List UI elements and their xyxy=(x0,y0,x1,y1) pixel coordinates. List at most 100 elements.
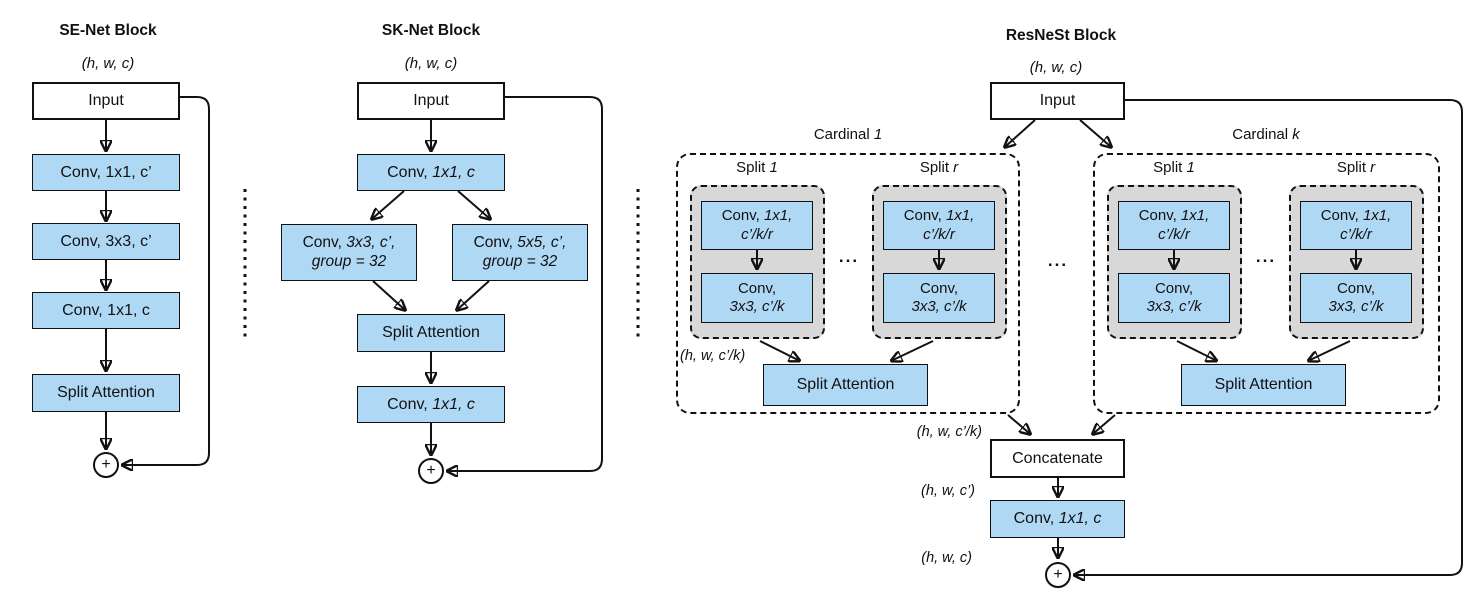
resnest-input-box: Input xyxy=(990,82,1125,120)
line-2: c’/k/r xyxy=(1158,225,1190,243)
resnest-add-node: + xyxy=(1045,562,1071,588)
cardinal-1-label: Cardinal 1 xyxy=(778,126,918,143)
se-split-attention-box: Split Attention xyxy=(32,374,180,412)
split-conv1x1-box: Conv, 1x1, c’/k/r xyxy=(1118,201,1230,250)
text-italic: 1 xyxy=(873,126,883,143)
line-2: c’/k/r xyxy=(1340,225,1372,243)
line-2: c’/k/r xyxy=(741,225,773,243)
se-title: SE-Net Block xyxy=(59,22,157,39)
box-text: Split Attention xyxy=(1214,376,1313,394)
text-italic: 1x1, xyxy=(1180,207,1210,225)
box-text: Input xyxy=(1039,92,1076,110)
sk-split-attention-box: Split Attention xyxy=(357,314,505,352)
text-upright: Conv, xyxy=(721,207,764,225)
box-text: Concatenate xyxy=(1012,449,1103,467)
text-upright: Conv, xyxy=(1320,207,1363,225)
text-italic: 3x3, c’, xyxy=(346,233,396,251)
cardinal1-split1-label: Split 1 xyxy=(712,159,802,176)
text-italic: r xyxy=(953,159,959,176)
box-text: Split Attention xyxy=(57,384,155,402)
se-input-shape-label: (h, w, c) xyxy=(81,55,135,72)
concatenate-box: Concatenate xyxy=(990,439,1125,478)
text-italic: 1x1, c xyxy=(432,163,475,181)
sk-title: SK-Net Block xyxy=(381,22,481,39)
text-upright: Conv, xyxy=(1013,510,1059,528)
resnest-conv1x1-out-box: Conv, 1x1, c xyxy=(990,500,1125,538)
split-conv3x3-box: Conv, 3x3, c’/k xyxy=(1118,273,1230,323)
text-upright: Conv, xyxy=(302,233,347,251)
cardinals-ellipsis: ... xyxy=(1047,251,1069,270)
se-conv1x1-box: Conv, 1x1, c’ xyxy=(32,154,180,191)
sk-arrow-branch3x3-attn xyxy=(372,280,404,309)
splits-ellipsis: ... xyxy=(1255,247,1277,266)
split-conv3x3-box: Conv, 3x3, c’/k xyxy=(1300,273,1412,323)
split-conv1x1-box: Conv, 1x1, c’/k/r xyxy=(1300,201,1412,250)
sk-arrow-conv1-branch3x3 xyxy=(373,190,405,218)
sk-arrow-branch5x5-attn xyxy=(458,280,490,309)
text-upright: Cardinal xyxy=(1232,126,1293,143)
sk-input-box: Input xyxy=(357,82,505,120)
text-upright: Conv, xyxy=(1138,207,1181,225)
resnest-input-shape-label: (h, w, c) xyxy=(1029,59,1083,76)
sk-conv1x1-box: Conv, 1x1, c xyxy=(357,154,505,191)
cardinal-k-label: Cardinal k xyxy=(1196,126,1336,143)
line-1: Conv, xyxy=(1154,279,1194,297)
splits-ellipsis: ... xyxy=(838,247,860,266)
box-text: Conv, 1x1, c xyxy=(387,163,475,183)
split-conv1x1-box: Conv, 1x1, c’/k/r xyxy=(701,201,813,250)
line-1: Conv, xyxy=(737,279,777,297)
cardinal-1-region xyxy=(676,153,1020,414)
box-text: Split Attention xyxy=(382,324,480,342)
text-upright: Conv, xyxy=(903,207,946,225)
concat-input-shape-label: (h, w, c’/k) xyxy=(916,424,982,440)
box-text: Input xyxy=(413,92,449,110)
line-2: group = 32 xyxy=(482,252,558,270)
split-conv3x3-box: Conv, 3x3, c’/k xyxy=(701,273,813,323)
line-1: Conv, 1x1, xyxy=(1139,207,1210,225)
plus-sign: + xyxy=(426,461,436,479)
text-upright: Split xyxy=(1336,159,1371,176)
rn-arrow-input-cardinal1 xyxy=(1006,119,1036,146)
cardinal1-splitr-label: Split r xyxy=(894,159,984,176)
line-1: Conv, xyxy=(1336,279,1376,297)
plus-sign: + xyxy=(1053,565,1063,583)
box-text: Conv, 1x1, c xyxy=(1014,509,1102,529)
line-2: 3x3, c’/k xyxy=(1328,298,1384,315)
text-italic: 1 xyxy=(1186,159,1195,176)
sk-branch-5x5-box: Conv, 5x5, c’, group = 32 xyxy=(452,224,588,281)
line-2: 3x3, c’/k xyxy=(729,298,785,315)
text-italic: 5x5, c’, xyxy=(517,233,567,251)
sk-conv1x1-out-box: Conv, 1x1, c xyxy=(357,386,505,423)
line-1: Conv, 5x5, c’, xyxy=(474,234,567,253)
line-1: Conv, xyxy=(919,279,959,297)
text-italic: 1x1, xyxy=(1362,207,1392,225)
se-input-box: Input xyxy=(32,82,180,120)
cardinal1-split-shape-label: (h, w, c’/k) xyxy=(680,348,746,364)
text-upright: Conv, xyxy=(387,395,433,413)
line-2: c’/k/r xyxy=(923,225,955,243)
line-1: Conv, 1x1, xyxy=(1321,207,1392,225)
se-add-node: + xyxy=(93,452,119,478)
text-italic: 1x1, c xyxy=(432,395,475,413)
box-text: Conv, 1x1, c’ xyxy=(60,163,152,181)
se-conv1x1c-box: Conv, 1x1, c xyxy=(32,292,180,329)
resnest-title: ResNeSt Block xyxy=(1005,27,1117,44)
box-text: Input xyxy=(88,92,124,110)
text-italic: r xyxy=(1370,159,1376,176)
line-2: group = 32 xyxy=(311,252,387,270)
cardinal1-split-attention-box: Split Attention xyxy=(763,364,928,406)
box-text: Conv, 1x1, c xyxy=(387,395,475,415)
cardinalk-split-attention-box: Split Attention xyxy=(1181,364,1346,406)
text-italic: 1 xyxy=(769,159,778,176)
text-italic: 1x1, xyxy=(945,207,975,225)
plus-sign: + xyxy=(101,455,111,473)
line-2: 3x3, c’/k xyxy=(911,298,967,315)
sk-arrow-conv1-branch5x5 xyxy=(457,190,489,218)
text-upright: Cardinal xyxy=(813,126,874,143)
cardinalk-splitr-label: Split r xyxy=(1311,159,1401,176)
cardinalk-split1-label: Split 1 xyxy=(1129,159,1219,176)
text-italic: 1x1, xyxy=(763,207,793,225)
line-2: 3x3, c’/k xyxy=(1146,298,1202,315)
sk-input-shape-label: (h, w, c) xyxy=(404,55,458,72)
